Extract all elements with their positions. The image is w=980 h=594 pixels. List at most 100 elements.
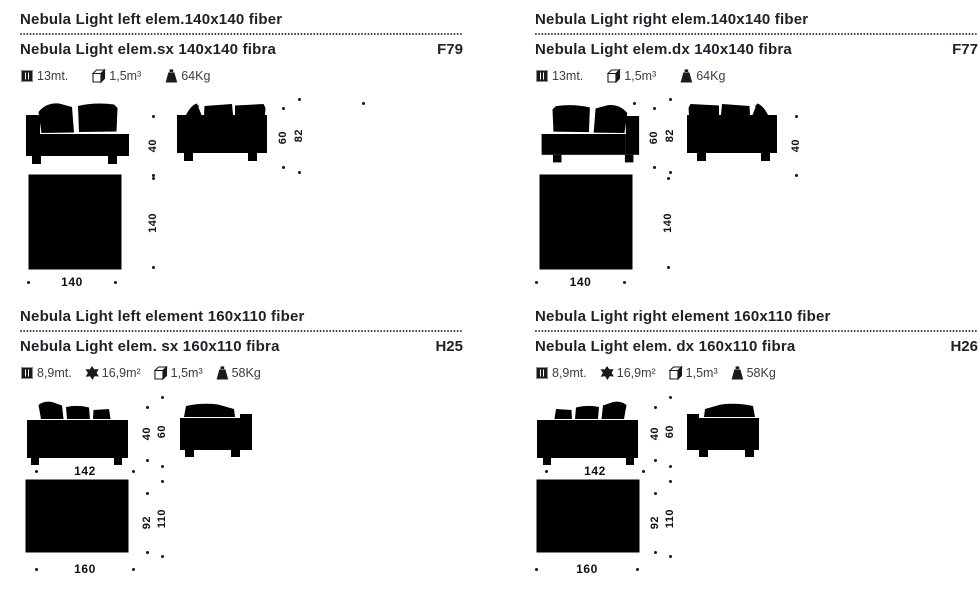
spec-value: 64Kg [696, 69, 726, 83]
weight-icon [680, 69, 693, 83]
dim-end-dot [281, 107, 285, 110]
spec-row: 8,9mt. 16,9m² 1,5m³ 58Kg [20, 364, 463, 382]
product-title-en: Nebula Light right element 160x110 fiber [535, 308, 831, 325]
spec-weight: 64Kg [165, 69, 210, 83]
dim-end-dot [131, 469, 135, 473]
dotted-divider [535, 330, 978, 332]
spec-weight: 64Kg [680, 69, 725, 83]
dim-end-dot [145, 459, 149, 462]
product-title-en: Nebula Light left element 160x110 fiber [20, 308, 305, 325]
dim-end-dot [653, 551, 657, 554]
dim-end-dot [297, 98, 301, 101]
fabric-swatch-icon [21, 70, 33, 82]
dim-end-dot [160, 555, 164, 558]
spec-value: 16,9m² [616, 366, 656, 380]
product-title-it: Nebula Light elem. sx 160x110 fibra [20, 338, 280, 355]
back-view-drawing [177, 103, 267, 161]
spec-weight: 58Kg [216, 366, 261, 380]
spec-value: 13mt. [552, 69, 584, 83]
technical-drawings: 40 60 82 140 140 [20, 95, 463, 295]
dim-end-dot [113, 280, 117, 284]
spec-row: 13mt. 1,5m³ 64Kg [20, 67, 463, 85]
dim-end-dot [151, 174, 155, 177]
weight-icon [216, 366, 228, 380]
dim-end-dot [535, 280, 538, 284]
dim-end-dot [641, 469, 645, 473]
product-title-en: Nebula Light left elem.140x140 fiber [20, 11, 283, 28]
dim-end-dot [545, 469, 548, 473]
back-view-drawing [687, 103, 777, 161]
dim-end-dot [145, 492, 149, 495]
dim-seat-height: 40 [140, 406, 154, 462]
dim-end-dot [794, 115, 798, 118]
dim-seat-height: 40 [146, 115, 160, 177]
dim-depth: 140 [661, 177, 675, 269]
dim-end-dot [668, 98, 672, 101]
dim-end-dot [653, 492, 657, 495]
fabric-swatch-icon [536, 70, 548, 82]
spec-value: 8,9mt. [552, 366, 587, 380]
dim-end-dot [668, 555, 672, 558]
product-panel-f77: Nebula Light right elem.140x140 fiber Ne… [535, 10, 978, 297]
spec-row: 8,9mt. 16,9m² 1,5m³ 58Kg [535, 364, 978, 382]
volume-cube-icon [669, 366, 682, 380]
dim-total-height: 82 [292, 98, 306, 174]
fabric-swatch-icon [536, 367, 548, 379]
dim-chaise-depth: 92 [140, 492, 154, 554]
dim-end-dot [535, 567, 538, 571]
front-view-drawing [537, 401, 638, 465]
spec-value: 13mt. [37, 69, 69, 83]
spec-fabric-meters: 13mt. [535, 69, 583, 83]
dim-end-dot [666, 177, 670, 180]
dim-end-dot [794, 174, 798, 177]
weight-icon [731, 366, 743, 380]
dim-width: 140 [535, 275, 626, 289]
dim-back-height: 60 [276, 107, 290, 169]
front-view-drawing [541, 105, 640, 163]
spec-value: 1,5m³ [170, 366, 203, 380]
product-code: H26 [950, 338, 978, 355]
dim-end-dot [35, 469, 38, 473]
technical-drawings: 60 82 40 140 140 [535, 95, 978, 295]
front-view-drawing [26, 103, 129, 164]
side-view-drawing [180, 403, 252, 457]
dotted-divider [535, 33, 978, 35]
dim-end-dot [668, 171, 672, 174]
dim-end-dot [622, 280, 626, 284]
spec-volume: 1,5m³ [607, 69, 656, 83]
plan-view-drawing [28, 174, 122, 270]
volume-cube-icon [92, 69, 106, 83]
fabric-swatch-icon [21, 367, 33, 379]
spec-value: 64Kg [181, 69, 211, 83]
leather-hide-icon [85, 366, 99, 380]
dim-back-height: 60 [663, 396, 677, 468]
product-panel-f79: Nebula Light left elem.140x140 fiber Neb… [20, 10, 463, 297]
dim-width: 140 [27, 275, 117, 289]
spec-value: 8,9mt. [37, 366, 72, 380]
dim-end-dot [151, 115, 155, 118]
product-code: F79 [437, 41, 463, 58]
dim-width: 160 [535, 562, 639, 576]
product-title-it: Nebula Light elem.sx 140x140 fibra [20, 41, 277, 58]
spec-volume: 1,5m³ [154, 366, 203, 380]
dim-end-dot [666, 265, 670, 269]
dim-depth: 110 [155, 480, 169, 558]
product-code: F77 [952, 41, 978, 58]
spec-value: 58Kg [231, 366, 261, 380]
spec-value: 16,9m² [101, 366, 141, 380]
dim-back-height: 60 [155, 396, 169, 468]
weight-icon [165, 69, 178, 83]
spec-leather-area: 16,9m² [85, 366, 141, 380]
dim-depth: 110 [663, 480, 677, 558]
dim-end-dot [281, 166, 285, 169]
dotted-divider [20, 33, 463, 35]
dim-end-dot [160, 396, 164, 399]
plan-view-drawing [536, 479, 640, 553]
volume-cube-icon [154, 366, 167, 380]
dim-end-dot [35, 567, 38, 571]
dim-end-dot [151, 177, 155, 180]
dim-end-dot [668, 480, 672, 483]
spec-value: 1,5m³ [109, 69, 142, 83]
spec-value: 1,5m³ [624, 69, 657, 83]
dim-end-dot [668, 465, 672, 468]
